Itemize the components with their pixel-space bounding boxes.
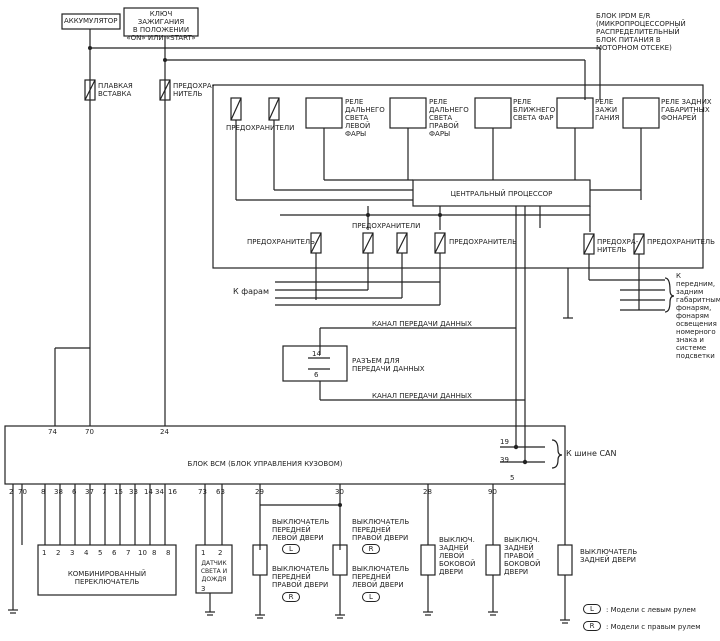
relay-hi-right-label: РЕЛЕ ДАЛЬНЕГО СВЕТА ПРАВОЙ ФАРЫ [429,98,469,138]
fuse-lower-r1-label: ПРЕДОХРАНИТЕЛЬ [449,238,517,246]
combo-pin: 1 [42,549,47,557]
battery-label: АККУМУЛЯТОР [64,17,118,25]
can-bus-label: К шине CAN [566,449,617,458]
bcm-pin: 38 [54,488,63,496]
battery-box [61,13,121,30]
bcm-pin: 28 [423,488,432,496]
bcm-pin: 30 [335,488,344,496]
fuse-lower-r2-label: ПРЕДОХРА- НИТЕЛЬ [597,238,639,254]
bcm-pin: 34 [155,488,164,496]
combo-pin: 2 [56,549,61,557]
fusible-link-label: ПЛАВКАЯ ВСТАВКА [98,82,133,98]
sw-back-label: ВЫКЛЮЧАТЕЛЬ ЗАДНЕЙ ДВЕРИ [580,548,638,564]
sw-rear-right-label: ВЫКЛЮЧ. ЗАДНЕЙ ПРАВОЙ БОКОВОЙ ДВЕРИ [504,536,541,576]
bcm-pin: 19 [500,438,509,446]
light-sensor-label: ДАТЧИК СВЕТА И ДОЖДЯ [200,560,228,583]
combo-switch-box [37,544,177,596]
bcm-pin: 29 [255,488,264,496]
combo-switch-label: КОМБИНИРОВАННЫЙ ПЕРЕКЛЮЧАТЕЛЬ [67,570,147,586]
legend-r-badge: R [583,621,601,631]
cpu-label: ЦЕНТРАЛЬНЫЙ ПРОЦЕССОР [450,190,553,198]
bcm-pin: 63 [216,488,225,496]
sw-front-left-label: ВЫКЛЮЧАТЕЛЬ ПЕРЕДНЕЙ ЛЕВОЙ ДВЕРИ [272,518,330,542]
legend-l-text: : Модели с левым рулем [606,606,696,614]
sw-front-right-b-label: ВЫКЛЮЧАТЕЛЬ ПЕРЕДНЕЙ ПРАВОЙ ДВЕРИ [352,518,410,542]
sw-rear-left-label: ВЫКЛЮЧ. ЗАДНЕЙ ЛЕВОЙ БОКОВОЙ ДВЕРИ [439,536,476,576]
bcm-pin: 39 [500,456,509,464]
bcm-pin: 5 [510,474,515,482]
combo-pin: 6 [112,549,117,557]
bcm-pin: 16 [168,488,177,496]
fuse-lower-mid-label: ПРЕДОХРАНИТЕЛИ [352,222,421,230]
bcm-pin: 73 [198,488,207,496]
combo-pin: 5 [98,549,103,557]
bcm-pin: 70 [85,428,94,436]
sensor-pin: 3 [201,585,206,593]
bcm-pin: 74 [48,428,57,436]
legend-r-text: : Модели с правым рулем [606,623,701,631]
combo-pin: 7 [126,549,131,557]
dlc-pin-14: 14 [312,350,321,358]
bcm-pin: 8 [41,488,46,496]
dlc-box [282,345,348,382]
relay-tail-label: РЕЛЕ ЗАДНИХ ГАБАРИТНЫХ ФОНАРЕЙ [661,98,712,122]
combo-pin: 8 [152,549,157,557]
fuse-lower-left-label: ПРЕДОХРАНИТЕЛЬ [247,238,315,246]
data-channel-2-label: КАНАЛ ПЕРЕДАЧИ ДАННЫХ [372,392,472,400]
sw-front-left-b-label: ВЫКЛЮЧАТЕЛЬ ПЕРЕДНЕЙ ЛЕВОЙ ДВЕРИ [352,565,410,589]
fuse-label: ПРЕДОХРА- НИТЕЛЬ [173,82,215,98]
rhd-badge: R [362,544,380,554]
bcm-pin: 6 [72,488,77,496]
combo-pin: 3 [70,549,75,557]
sensor-pin: 1 [201,549,206,557]
to-headlamps-label: К фарам [233,287,269,296]
cpu-box [412,179,591,207]
bcm-pin: 33 [129,488,138,496]
bcm-pin: 37 [85,488,94,496]
bcm-pin: 14 [144,488,153,496]
fuses-label: ПРЕДОХРАНИТЕЛИ [226,124,295,132]
rhd-badge: R [282,592,300,602]
relay-low-label: РЕЛЕ БЛИЖНЕГО СВЕТА ФАР [513,98,556,122]
lhd-badge: L [282,544,300,554]
fuse-lower-r3-label: ПРЕДОХРАНИТЕЛЬ [647,238,715,246]
ignition-box [123,7,199,37]
combo-pin: 4 [84,549,89,557]
bcm-pin: 70 [18,488,27,496]
sw-front-right-label: ВЫКЛЮЧАТЕЛЬ ПЕРЕДНЕЙ ПРАВОЙ ДВЕРИ [272,565,330,589]
relay-ign-label: РЕЛЕ ЗАЖИ ГАНИЯ [595,98,620,122]
ignition-label: КЛЮЧ ЗАЖИГАНИЯ В ПОЛОЖЕНИИ «ON» или «STA… [126,10,196,42]
relay-hi-left-label: РЕЛЕ ДАЛЬНЕГО СВЕТА ЛЕВОЙ ФАРЫ [345,98,385,138]
data-link-label: РАЗЪЕМ ДЛЯ ПЕРЕДАЧИ ДАННЫХ [352,357,425,373]
combo-pin: 10 [138,549,147,557]
bcm-pin: 2 [9,488,14,496]
bcm-label: БЛОК BCM (БЛОК УПРАВЛЕНИЯ КУЗОВОМ) [187,460,343,468]
bcm-pin: 15 [114,488,123,496]
ipdm-label: БЛОК IPDM E/R (МИКРОПРОЦЕССОРНЫЙ РАСПРЕД… [596,12,686,52]
bcm-box [4,425,566,485]
bcm-pin: 24 [160,428,169,436]
dlc-pin-6: 6 [314,371,319,379]
to-lamps-label: К передним, задним габаритным фонарям, ф… [676,272,720,360]
sensor-pin: 2 [218,549,223,557]
lhd-badge: L [362,592,380,602]
bcm-pin: 7 [102,488,107,496]
ipdm-frame [212,84,704,269]
data-channel-1-label: КАНАЛ ПЕРЕДАЧИ ДАННЫХ [372,320,472,328]
sensor-box [195,544,233,594]
bcm-pin: 90 [488,488,497,496]
combo-pin: 8 [166,549,171,557]
legend-l-badge: L [583,604,601,614]
